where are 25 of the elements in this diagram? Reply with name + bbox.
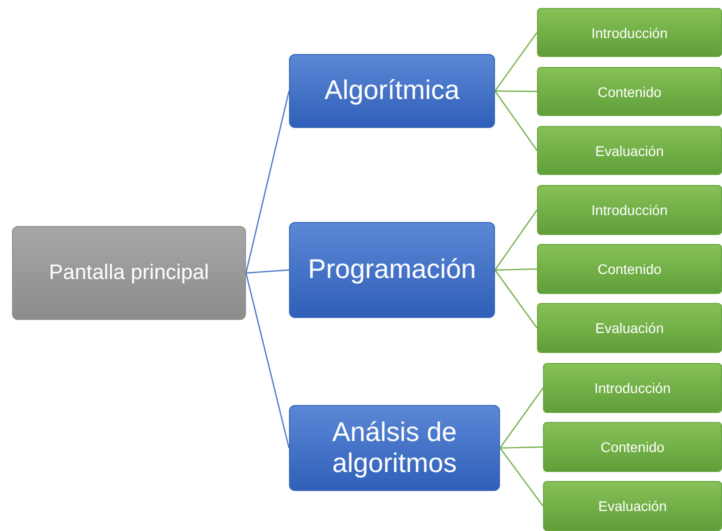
subtopic-box: Evaluación <box>543 481 722 531</box>
subtopic-box: Contenido <box>543 422 722 472</box>
connector-line <box>494 32 538 92</box>
subtopic-box: Introducción <box>537 8 722 57</box>
topic-box: Algorítmica <box>289 54 495 128</box>
connector-line <box>494 270 538 328</box>
connector-line <box>245 272 290 448</box>
topic-box: Análsis de algoritmos <box>289 405 500 491</box>
subtopic-box: Contenido <box>537 67 722 116</box>
subtopic-box: Evaluación <box>537 126 722 175</box>
connector-line <box>500 448 544 506</box>
connector-line <box>245 90 290 274</box>
connector-line <box>494 268 538 271</box>
connector-line <box>494 90 538 151</box>
connector-line <box>500 388 544 448</box>
connector-line <box>494 210 538 270</box>
connector-line <box>495 90 537 92</box>
subtopic-box: Introducción <box>537 185 722 235</box>
connector-line <box>500 446 544 449</box>
subtopic-box: Introducción <box>543 363 722 413</box>
connector-line <box>246 269 290 274</box>
main-screen-box: Pantalla principal <box>12 226 246 320</box>
subtopic-box: Evaluación <box>537 303 722 353</box>
subtopic-box: Contenido <box>537 244 722 294</box>
topic-box: Programación <box>289 222 495 318</box>
